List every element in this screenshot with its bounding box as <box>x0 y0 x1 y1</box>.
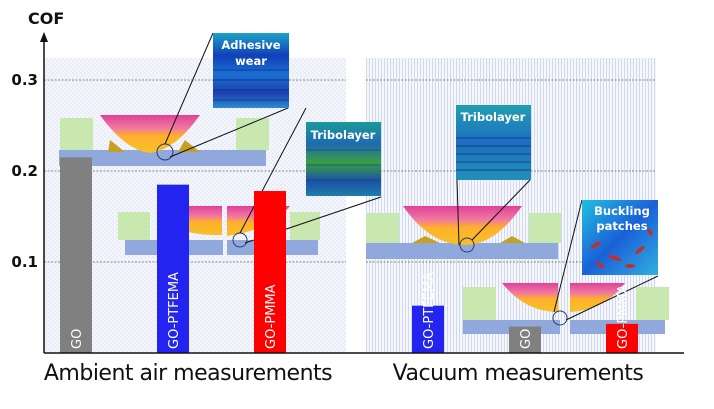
y-axis-arrow-icon <box>40 32 48 42</box>
inset-adhesive-wear-line2: wear <box>235 54 267 68</box>
inset-adhesive-wear-line1: Adhesive <box>221 38 280 52</box>
inset-tribolayer-vacuum: Tribolayer <box>456 105 531 180</box>
bar-ambient-go-ptfema <box>157 184 189 353</box>
inset-tribolayer-ambient: Tribolayer <box>306 122 381 196</box>
vacuum-composite-contact-illustration <box>366 179 561 259</box>
bar-label: GO-PMMA <box>264 284 279 349</box>
bar-vacuum-go <box>509 326 541 353</box>
bar-label: GO-PTFEMA <box>167 272 182 349</box>
inset-buckling-patches-line1: Buckling <box>594 204 650 218</box>
bar-ambient-go-pmma <box>254 191 286 353</box>
bar-label: GO <box>70 329 85 349</box>
vacuum-go-contact-illustration <box>463 199 669 334</box>
bar-label: GO-PTFEMA <box>422 272 437 349</box>
bar-vacuum-go-ptfema <box>412 305 444 353</box>
y-tick-label: 0.2 <box>11 162 38 180</box>
y-tick-label: 0.1 <box>11 253 38 271</box>
inset-buckling-patches-line2: patches <box>596 219 647 233</box>
group-label-vacuum: Vacuum measurements <box>393 361 644 386</box>
ambient-panel-background <box>44 58 346 352</box>
ambient-go-contact-illustration <box>59 32 289 166</box>
y-tick-label: 0.3 <box>11 71 38 89</box>
bar-label: GO-PMMA <box>616 284 631 349</box>
inset-adhesive-wear: Adhesive wear <box>213 33 289 108</box>
inset-tribolayer-ambient-line1: Tribolayer <box>311 128 376 142</box>
y-axis-title: COF <box>28 9 64 28</box>
bar-vacuum-go-pmma <box>606 323 638 353</box>
group-label-ambient: Ambient air measurements <box>44 361 332 386</box>
inset-tribolayer-vacuum-line1: Tribolayer <box>461 110 526 124</box>
bar-label: GO <box>519 329 534 349</box>
bar-ambient-go <box>60 157 92 353</box>
gridlines <box>44 79 656 263</box>
inset-buckling-patches: Buckling patches <box>582 200 658 275</box>
